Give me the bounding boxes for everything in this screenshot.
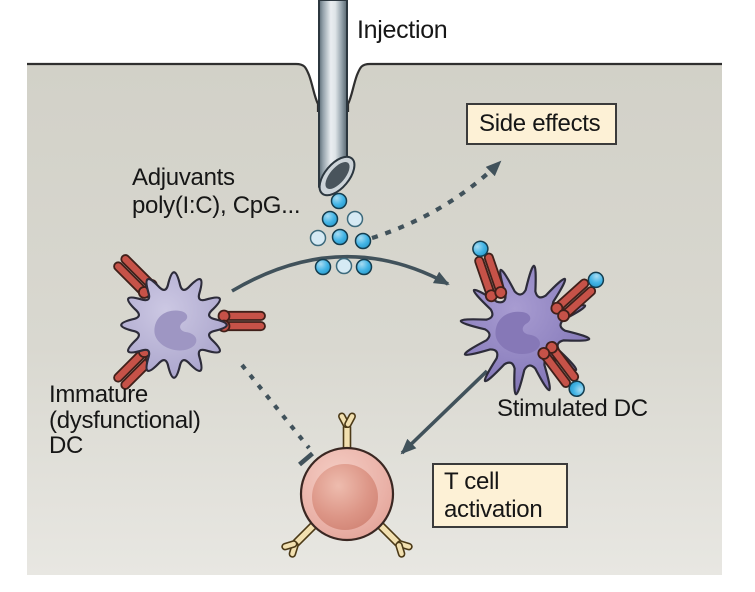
adjuvant-dot-light <box>309 229 327 247</box>
adjuvant-dot <box>354 232 372 250</box>
inhibition-dashed-line <box>240 363 311 450</box>
immature-dc-label-line3: DC <box>49 432 84 459</box>
injection-label: Injection <box>357 16 448 44</box>
adjuvant-dot-light <box>335 257 353 275</box>
immature-dc-cell <box>110 251 266 393</box>
stimulated-dc-cell <box>459 240 605 397</box>
arrow-immature-to-stimulated <box>231 254 450 293</box>
adjuvants-label-line2: poly(I:C), CpG... <box>132 192 301 219</box>
stimulated-receptor-bound <box>471 240 509 304</box>
adjuvant-dot <box>314 258 332 276</box>
arrow-dashed-side-effects <box>371 160 502 240</box>
immature-dc-label-line1: Immature <box>49 381 148 408</box>
side-effects-box-label: Side effects <box>479 110 601 137</box>
tissue-background <box>27 64 722 575</box>
tissue-surface-line <box>27 62 722 112</box>
adjuvant-dot <box>321 210 339 228</box>
adjuvant-dot <box>355 258 373 276</box>
adjuvants-label-line1: Adjuvants <box>132 164 235 191</box>
stimulated-receptor-bound <box>548 271 605 325</box>
adjuvants-label: Adjuvants poly(I:C), CpG... <box>132 164 301 220</box>
immature-dc-label-line2: (dysfunctional) <box>49 406 201 434</box>
arrow-stimulated-to-tcell <box>400 369 489 455</box>
stimulated-receptor-bound <box>535 338 585 397</box>
arrows <box>231 160 502 467</box>
adjuvant-dot <box>331 228 349 246</box>
t-cell <box>278 411 416 561</box>
adjuvant-dot-light <box>346 210 364 228</box>
adjuvant-particles <box>309 192 373 276</box>
inhibition-blunt-bar <box>298 451 314 467</box>
t-cell-activation-line2: activation <box>444 496 543 523</box>
stimulated-dc-label: Stimulated DC <box>497 395 648 422</box>
adjuvant-dot <box>330 192 348 210</box>
t-cell-nucleus <box>312 464 378 530</box>
immature-dc-label: Immature (dysfunctional) DC <box>49 382 201 459</box>
side-effects-box: Side effects <box>466 103 617 145</box>
t-cell-activation-line1: T cell <box>444 468 500 495</box>
injection-needle-icon <box>318 0 356 197</box>
t-cell-activation-box: T cell activation <box>432 463 568 528</box>
